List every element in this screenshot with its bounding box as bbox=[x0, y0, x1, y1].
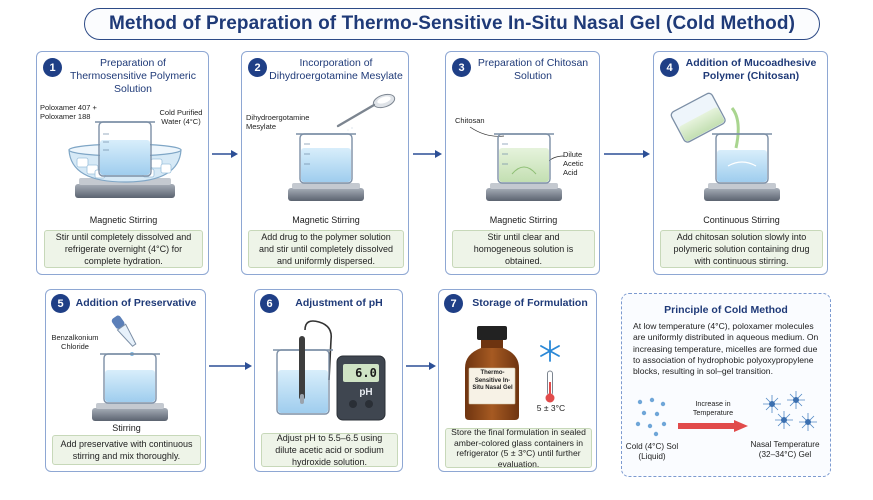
beaker-stirrer-icon-2 bbox=[288, 133, 364, 201]
step-7-note: Store the final formulation in sealed am… bbox=[445, 427, 592, 469]
page-title-text: Method of Preparation of Thermo-Sensitiv… bbox=[108, 13, 796, 34]
spoon-icon bbox=[336, 93, 396, 131]
step-2-label-drug: Dihydroergotamine Mesylate bbox=[246, 113, 310, 131]
step-3-label-chitosan: Chitosan bbox=[455, 116, 485, 125]
beaker-stirrer-icon-3 bbox=[486, 133, 562, 201]
principle-box: Principle of Cold Method At low temperat… bbox=[621, 293, 831, 477]
step-card-1: 1 Preparation of Thermosensitive Polymer… bbox=[36, 51, 209, 275]
step-title-7: Storage of Formulation bbox=[472, 297, 588, 309]
step-6-note: Adjust pH to 5.5–6.5 using dilute acetic… bbox=[261, 433, 398, 467]
sol-micelles-icon bbox=[635, 397, 667, 437]
step-1-label-poloxamer: Poloxamer 407 + Poloxamer 188 bbox=[40, 103, 97, 121]
step-number-5: 5 bbox=[51, 294, 70, 313]
principle-text: At low temperature (4°C), poloxamer mole… bbox=[633, 321, 819, 377]
step-2-note: Add drug to the polymer solution and sti… bbox=[248, 230, 404, 268]
page-title: Method of Preparation of Thermo-Sensitiv… bbox=[84, 8, 820, 40]
step-3-label-acid: Dilute Acetic Acid bbox=[563, 150, 584, 177]
step-card-6: 6 Adjustment of pH 6.0 pH Adjust pH to 5… bbox=[254, 289, 403, 472]
step-card-7: 7 Storage of Formulation Thermo-Sensitiv… bbox=[438, 289, 597, 472]
step-number-3: 3 bbox=[452, 58, 471, 77]
step-card-5: 5 Addition of Preservative Benzalkonium … bbox=[45, 289, 206, 472]
step-number-7: 7 bbox=[444, 294, 463, 313]
amber-bottle-icon bbox=[465, 326, 519, 420]
gel-micelles-icon bbox=[763, 391, 817, 431]
bottle-label: Thermo-Sensitive In-Situ Nasal Gel bbox=[472, 370, 513, 391]
step-title-5: Addition of Preservative bbox=[75, 297, 197, 309]
step-3-caption: Magnetic Stirring bbox=[489, 215, 558, 225]
temperature-arrow bbox=[678, 420, 748, 432]
beaker-ice-bath-stirrer-icon bbox=[68, 121, 182, 198]
step-card-2: 2 Incorporation of Dihydroergotamine Mes… bbox=[241, 51, 409, 275]
step-4-caption: Continuous Stirring bbox=[703, 215, 780, 225]
snowflake-icon bbox=[540, 340, 560, 362]
gel-label: Nasal Temperature (32–34°C) Gel bbox=[750, 440, 820, 459]
step-5-caption: Stirring bbox=[112, 423, 141, 433]
step-card-4: 4 Addition of Mucoadhesive Polymer (Chit… bbox=[653, 51, 828, 275]
step-title-6: Adjustment of pH bbox=[295, 297, 383, 309]
step-2-caption: Magnetic Stirring bbox=[292, 215, 360, 225]
storage-temperature: 5 ± 3°C bbox=[536, 403, 566, 413]
step-5-label-preservative: Benzalkonium Chloride bbox=[51, 333, 99, 351]
ph-display-value: 6.0 bbox=[355, 366, 377, 380]
pouring-beaker-icon bbox=[670, 92, 740, 149]
ph-meter-label: pH bbox=[359, 387, 373, 398]
step-title-2: Incorporation of Dihydroergotamine Mesyl… bbox=[269, 57, 403, 82]
step-title-3: Preparation of Chitosan Solution bbox=[477, 57, 589, 82]
step-1-note: Stir until completely dissolved and refr… bbox=[44, 230, 203, 268]
step-3-note: Stir until clear and homogeneous solutio… bbox=[452, 230, 595, 268]
ph-meter-icon bbox=[273, 320, 386, 421]
step-1-caption: Magnetic Stirring bbox=[89, 215, 158, 225]
beaker-stirrer-icon-5 bbox=[92, 353, 168, 421]
step-1-label-water: Cold Purified Water (4°C) bbox=[159, 108, 203, 126]
step-4-note: Add chitosan solution slowly into polyme… bbox=[660, 230, 823, 268]
step-number-2: 2 bbox=[248, 58, 267, 77]
dropper-icon bbox=[111, 315, 137, 356]
beaker-stirrer-icon-4 bbox=[704, 133, 780, 201]
sol-label: Cold (4°C) Sol (Liquid) bbox=[625, 442, 679, 461]
step-title-1: Preparation of Thermosensitive Polymeric… bbox=[69, 57, 197, 95]
step-card-3: 3 Preparation of Chitosan Solution Chito… bbox=[445, 51, 600, 275]
step-5-note: Add preservative with continuous stirrin… bbox=[52, 435, 201, 465]
step-number-1: 1 bbox=[43, 58, 62, 77]
temperature-arrow-label: Increase in Temperature bbox=[692, 399, 734, 417]
principle-title: Principle of Cold Method bbox=[664, 304, 788, 316]
step-number-4: 4 bbox=[660, 58, 679, 77]
thermometer-icon bbox=[545, 370, 555, 403]
step-title-4: Addition of Mucoadhesive Polymer (Chitos… bbox=[685, 57, 817, 82]
step-number-6: 6 bbox=[260, 294, 279, 313]
